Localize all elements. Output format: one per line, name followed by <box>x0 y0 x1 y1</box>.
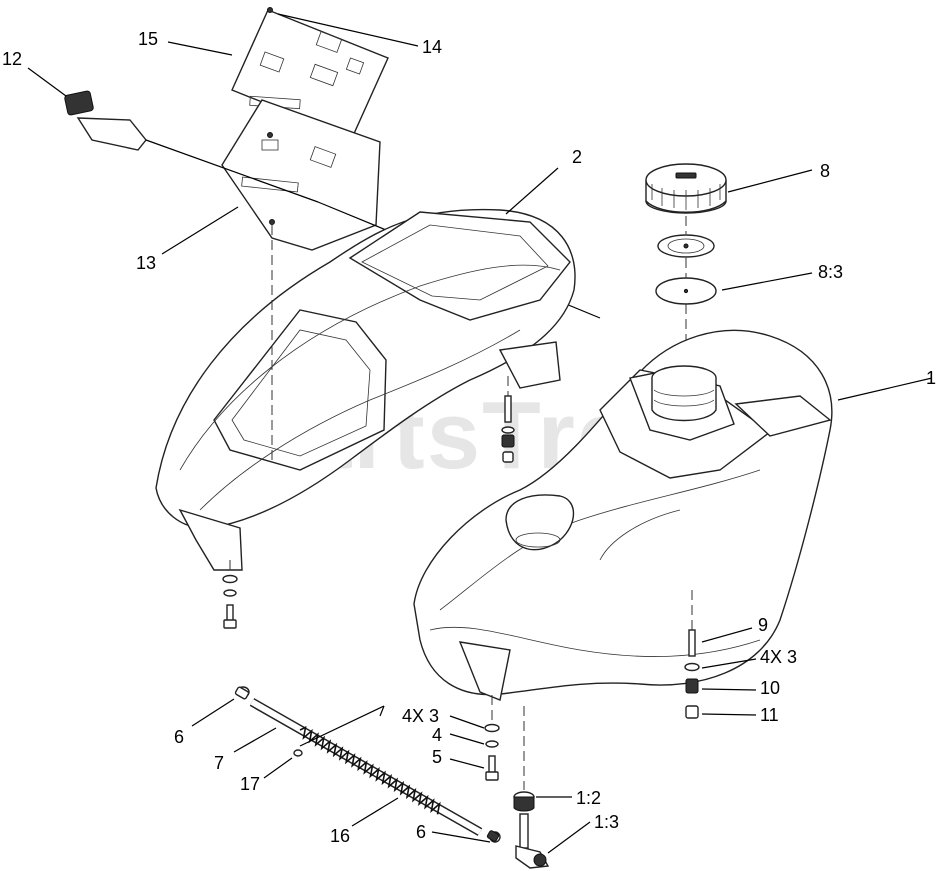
callout-1: 1 <box>926 368 936 388</box>
callout-6-bottom: 6 <box>416 822 426 842</box>
callout-11: 11 <box>760 705 779 725</box>
callout-10: 10 <box>760 678 780 698</box>
callout-5: 5 <box>432 747 442 767</box>
callout-17: 17 <box>240 774 260 794</box>
center-hardware-stack <box>501 376 515 463</box>
left-hardware-stack <box>222 225 273 629</box>
fuel-cap-part-8 <box>645 163 727 214</box>
callout-4x3-right: 4X 3 <box>760 647 797 667</box>
fuel-tank-part-1 <box>413 329 833 701</box>
leader-lines <box>27 13 933 854</box>
callout-6-top: 6 <box>174 727 184 747</box>
callout-12: 12 <box>2 49 22 69</box>
callout-14: 14 <box>422 37 442 57</box>
right-hardware-stack <box>684 590 700 719</box>
callout-7: 7 <box>214 753 224 773</box>
callout-16: 16 <box>330 826 350 846</box>
bottom-hardware-stack <box>484 695 500 781</box>
fuel-line-assembly <box>234 686 501 843</box>
callout-1-3: 1:3 <box>594 812 619 832</box>
callout-2: 2 <box>572 147 582 167</box>
callout-4x3-left: 4X 3 <box>402 706 439 726</box>
fuel-valve-parts <box>513 706 550 869</box>
cap-gasket-part-8-3 <box>655 277 717 305</box>
callout-8-3: 8:3 <box>818 262 843 282</box>
left-housing-part-2 <box>155 208 576 571</box>
callout-4: 4 <box>432 725 442 745</box>
callout-13: 13 <box>136 253 156 273</box>
control-plate-part-15 <box>221 7 389 251</box>
callout-1-2: 1:2 <box>576 788 601 808</box>
spring-part-16 <box>299 726 441 815</box>
callout-15: 15 <box>138 29 158 49</box>
cap-vent-disc <box>657 234 715 258</box>
callout-8: 8 <box>820 161 830 181</box>
callout-9: 9 <box>758 615 768 635</box>
